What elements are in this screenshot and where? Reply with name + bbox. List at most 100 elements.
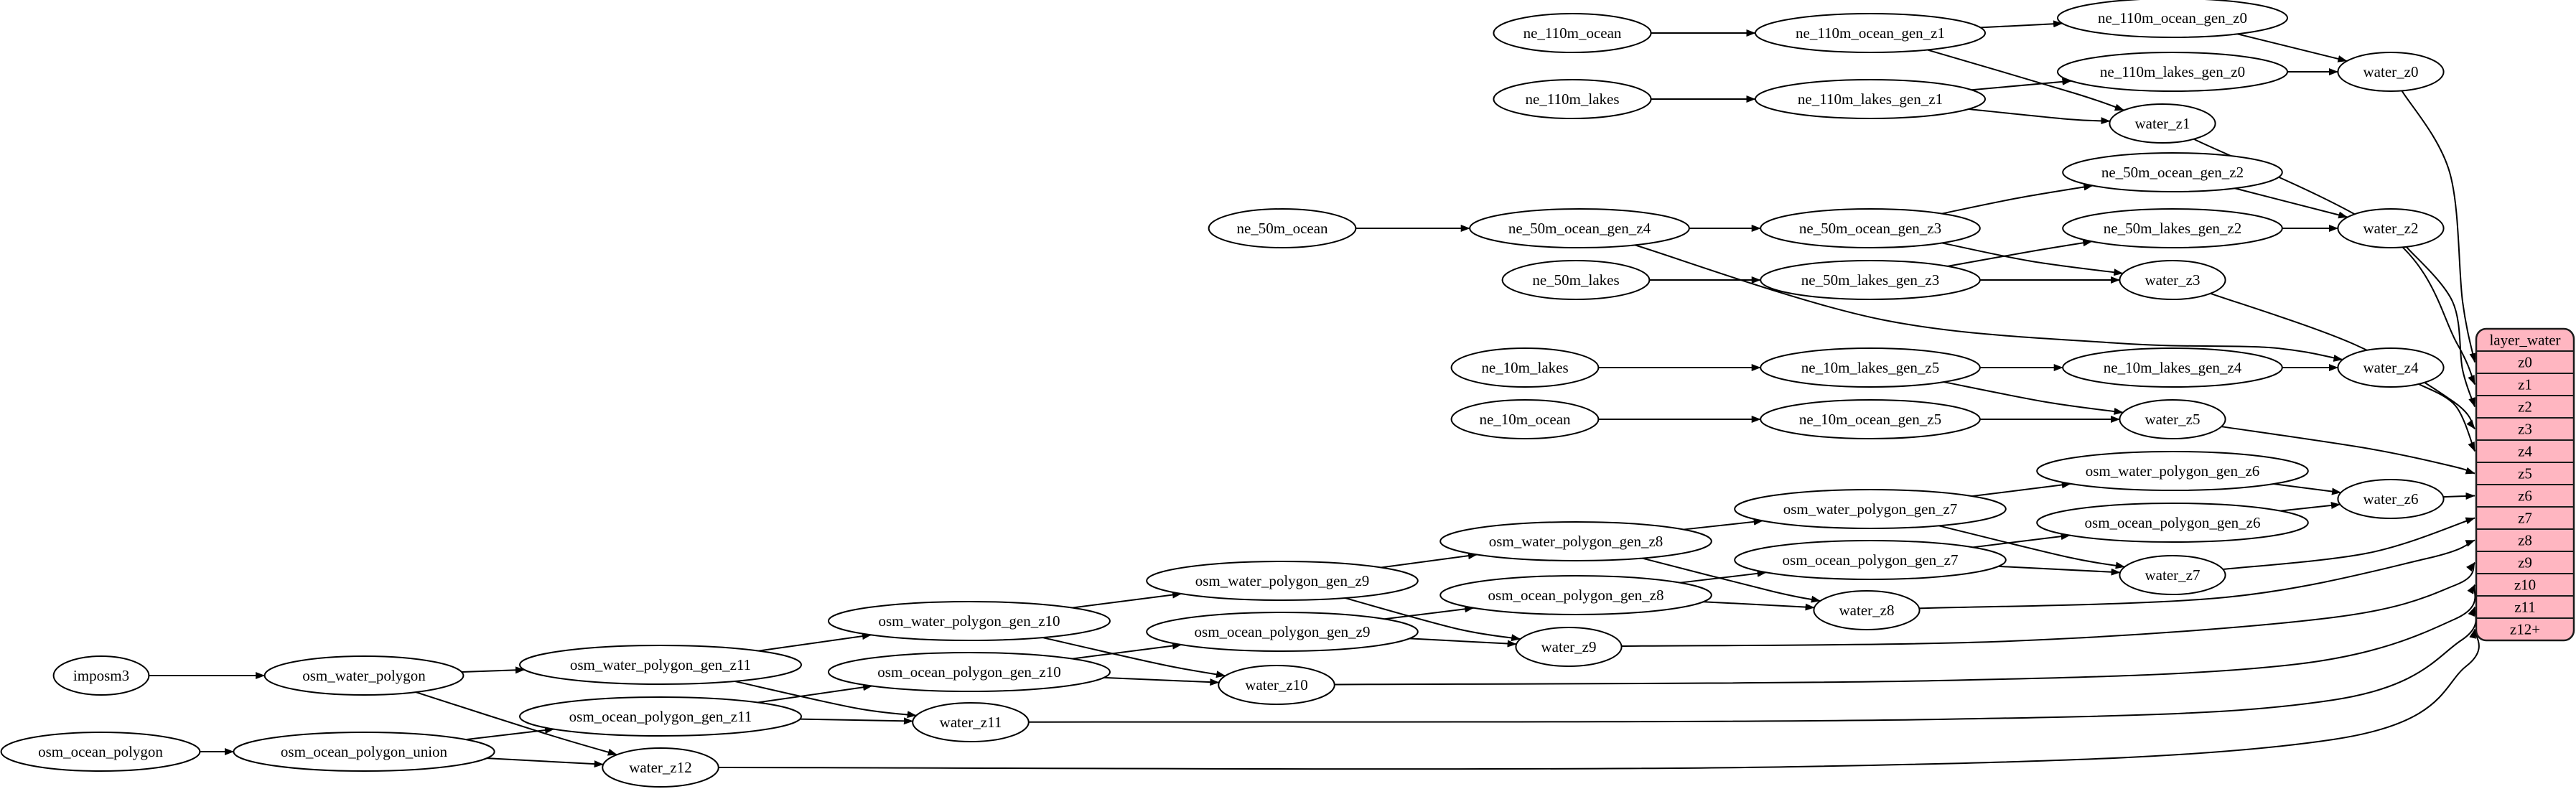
node-osm_water_polygon_gen_z9: osm_water_polygon_gen_z9 bbox=[1146, 561, 1419, 601]
node-water_z0: water_z0 bbox=[2337, 52, 2445, 92]
edge-osm_ocean_polygon_gen_z6-to-water_z6 bbox=[2280, 502, 2341, 512]
node-osm_ocean_polygon_gen_z11: osm_ocean_polygon_gen_z11 bbox=[519, 696, 802, 737]
edge-osm_water_polygon_gen_z8-to-water_z8 bbox=[1642, 557, 1821, 603]
ne_50m_ocean_gen_z2-ellipse bbox=[2062, 152, 2283, 192]
node-ne_50m_ocean: ne_50m_ocean bbox=[1208, 208, 1357, 248]
osm_water_polygon-label: osm_water_polygon bbox=[302, 667, 426, 684]
edge-ne_50m_ocean_gen_z3-to-ne_50m_ocean_gen_z2 bbox=[1941, 183, 2094, 215]
ne_50m_lakes_gen_z3-ellipse bbox=[1760, 260, 1981, 300]
ne_50m_ocean_gen_z2-label: ne_50m_ocean_gen_z2 bbox=[2101, 164, 2244, 181]
water_z0-ellipse bbox=[2337, 52, 2445, 92]
ne_10m_ocean_gen_z5-ellipse bbox=[1760, 399, 1981, 439]
edge-water_z4-to-layer_water-z4 bbox=[2418, 383, 2475, 452]
node-osm_water_polygon_gen_z10: osm_water_polygon_gen_z10 bbox=[828, 601, 1111, 641]
edge-water_z5-to-layer_water-z5 bbox=[2221, 426, 2475, 475]
node-water_z12: water_z12 bbox=[602, 747, 719, 788]
record-title: layer_water bbox=[2489, 332, 2560, 349]
node-osm_water_polygon: osm_water_polygon bbox=[263, 655, 465, 696]
edge-osm_water_polygon_gen_z8-to-osm_water_polygon_gen_z7 bbox=[1683, 518, 1763, 531]
ne_50m_lakes_gen_z2-label: ne_50m_lakes_gen_z2 bbox=[2104, 220, 2241, 237]
water_z7-ellipse bbox=[2119, 555, 2226, 595]
node-osm_ocean_polygon_gen_z10: osm_ocean_polygon_gen_z10 bbox=[828, 652, 1111, 692]
node-water_z7: water_z7 bbox=[2119, 555, 2226, 595]
edge-water_z7-to-layer_water-z7 bbox=[2223, 517, 2475, 571]
node-ne_110m_lakes_gen_z0: ne_110m_lakes_gen_z0 bbox=[2057, 52, 2288, 92]
node-water_z8: water_z8 bbox=[1813, 590, 1921, 630]
osm_ocean_polygon-label: osm_ocean_polygon bbox=[38, 743, 163, 760]
osm_water_polygon_gen_z10-ellipse bbox=[828, 601, 1111, 641]
edge-ne_10m_lakes_gen_z5-to-water_z5 bbox=[1943, 381, 2124, 415]
water_z1-ellipse bbox=[2109, 103, 2216, 144]
node-imposm3: imposm3 bbox=[52, 655, 150, 696]
node-water_z1: water_z1 bbox=[2109, 103, 2216, 144]
record-row-z1: z1 bbox=[2518, 376, 2532, 393]
edge-osm_ocean_polygon_gen_z8-to-water_z8 bbox=[1703, 601, 1815, 611]
ne_50m_ocean_gen_z4-label: ne_50m_ocean_gen_z4 bbox=[1508, 220, 1651, 237]
water_z9-ellipse bbox=[1515, 627, 1623, 667]
node-osm_ocean_polygon_gen_z9: osm_ocean_polygon_gen_z9 bbox=[1146, 612, 1419, 652]
osm_ocean_polygon_gen_z11-label: osm_ocean_polygon_gen_z11 bbox=[569, 708, 752, 725]
node-ne_50m_lakes_gen_z2: ne_50m_lakes_gen_z2 bbox=[2062, 208, 2283, 248]
edge-water_z2-to-layer_water-z2 bbox=[2405, 246, 2475, 407]
node-osm_water_polygon_gen_z6: osm_water_polygon_gen_z6 bbox=[2036, 451, 2309, 491]
edge-ne_110m_ocean_gen_z1-to-water_z1 bbox=[1927, 49, 2124, 111]
osm_ocean_polygon_gen_z10-ellipse bbox=[828, 652, 1111, 692]
node-ne_110m_ocean_gen_z1: ne_110m_ocean_gen_z1 bbox=[1755, 13, 1986, 53]
water_z9-label: water_z9 bbox=[1541, 638, 1597, 655]
node-ne_50m_ocean_gen_z3: ne_50m_ocean_gen_z3 bbox=[1760, 208, 1981, 248]
osm_water_polygon_gen_z6-ellipse bbox=[2036, 451, 2309, 491]
node-ne_10m_lakes: ne_10m_lakes bbox=[1450, 347, 1600, 388]
record-row-z6: z6 bbox=[2518, 487, 2532, 505]
edge-osm_water_polygon-to-osm_water_polygon_gen_z11 bbox=[462, 666, 525, 674]
node-osm_water_polygon_gen_z8: osm_water_polygon_gen_z8 bbox=[1439, 521, 1712, 561]
water_z6-ellipse bbox=[2337, 479, 2445, 519]
ne_110m_ocean_gen_z0-ellipse bbox=[2057, 0, 2288, 38]
ne_50m_ocean-label: ne_50m_ocean bbox=[1236, 220, 1328, 237]
ne_50m_lakes_gen_z3-label: ne_50m_lakes_gen_z3 bbox=[1801, 271, 1939, 289]
edge-ne_110m_lakes_gen_z1-to-water_z1 bbox=[1968, 108, 2111, 125]
water_z0-label: water_z0 bbox=[2363, 63, 2419, 80]
ne_50m_lakes-ellipse bbox=[1501, 260, 1651, 300]
edge-osm_ocean_polygon_gen_z8-to-osm_ocean_polygon_gen_z7 bbox=[1679, 569, 1767, 584]
osm_water_polygon-ellipse bbox=[263, 655, 465, 696]
node-water_z2: water_z2 bbox=[2337, 208, 2445, 248]
edge-osm_water_polygon_gen_z7-to-water_z7 bbox=[1938, 525, 2125, 569]
ne_50m_lakes-label: ne_50m_lakes bbox=[1532, 271, 1619, 289]
imposm3-label: imposm3 bbox=[73, 667, 129, 684]
edge-ne_110m_ocean_gen_z1-to-ne_110m_ocean_gen_z0 bbox=[1980, 20, 2063, 29]
osm_ocean_polygon_gen_z10-label: osm_ocean_polygon_gen_z10 bbox=[877, 663, 1060, 681]
osm_water_polygon_gen_z6-label: osm_water_polygon_gen_z6 bbox=[2086, 462, 2260, 480]
ne_110m_ocean_gen_z1-ellipse bbox=[1755, 13, 1986, 53]
water_z8-ellipse bbox=[1813, 590, 1921, 630]
edge-osm_water_polygon_gen_z9-to-water_z9 bbox=[1344, 597, 1521, 642]
edge-water_z0-to-layer_water-z0 bbox=[2401, 90, 2477, 363]
edge-osm_ocean_polygon_gen_z11-to-osm_ocean_polygon_gen_z10 bbox=[757, 683, 873, 704]
osm_water_polygon_gen_z11-label: osm_water_polygon_gen_z11 bbox=[570, 656, 751, 673]
ne_10m_ocean-label: ne_10m_ocean bbox=[1479, 411, 1571, 428]
water_z12-label: water_z12 bbox=[629, 759, 691, 776]
record-row-z5: z5 bbox=[2518, 465, 2532, 482]
edge-osm_ocean_polygon_union-to-water_z12 bbox=[486, 757, 604, 768]
ne_10m_ocean_gen_z5-label: ne_10m_ocean_gen_z5 bbox=[1799, 411, 1941, 428]
ne_10m_lakes_gen_z5-ellipse bbox=[1760, 347, 1981, 388]
ne_10m_lakes_gen_z4-ellipse bbox=[2062, 347, 2283, 388]
osm_ocean_polygon_gen_z6-label: osm_ocean_polygon_gen_z6 bbox=[2085, 514, 2261, 531]
edge-osm_ocean_polygon_gen_z7-to-water_z7 bbox=[1998, 565, 2121, 576]
ne_10m_lakes-ellipse bbox=[1450, 347, 1600, 388]
node-ne_50m_lakes_gen_z3: ne_50m_lakes_gen_z3 bbox=[1760, 260, 1981, 300]
edge-water_z10-to-layer_water-z10 bbox=[1334, 584, 2476, 686]
node-ne_50m_ocean_gen_z4: ne_50m_ocean_gen_z4 bbox=[1469, 208, 1690, 248]
node-water_z10: water_z10 bbox=[1218, 665, 1335, 705]
node-ne_110m_ocean_gen_z0: ne_110m_ocean_gen_z0 bbox=[2057, 0, 2288, 38]
node-ne_50m_ocean_gen_z2: ne_50m_ocean_gen_z2 bbox=[2062, 152, 2283, 192]
osm_water_polygon_gen_z8-ellipse bbox=[1439, 521, 1712, 561]
node-osm_ocean_polygon_gen_z8: osm_ocean_polygon_gen_z8 bbox=[1439, 575, 1712, 615]
node-ne_10m_lakes_gen_z4: ne_10m_lakes_gen_z4 bbox=[2062, 347, 2283, 388]
record-row-z0: z0 bbox=[2518, 354, 2532, 371]
ne_110m_ocean-label: ne_110m_ocean bbox=[1523, 24, 1622, 42]
osm_ocean_polygon_gen_z6-ellipse bbox=[2036, 503, 2309, 543]
node-osm_ocean_polygon_gen_z6: osm_ocean_polygon_gen_z6 bbox=[2036, 503, 2309, 543]
node-ne_110m_ocean: ne_110m_ocean bbox=[1493, 13, 1652, 53]
water_z11-label: water_z11 bbox=[940, 714, 1002, 731]
